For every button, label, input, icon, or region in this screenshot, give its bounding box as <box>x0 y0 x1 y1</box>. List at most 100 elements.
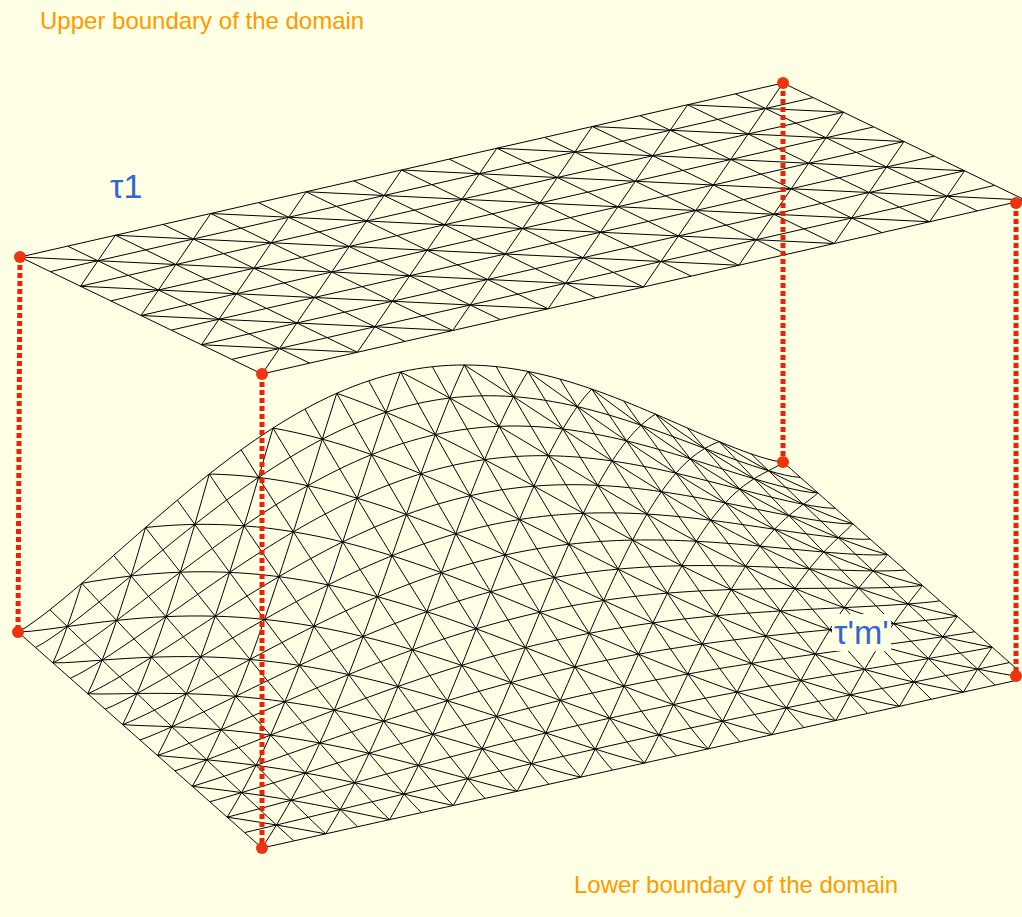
mesh-line <box>520 486 534 519</box>
mesh-line <box>517 764 531 792</box>
mesh-line <box>207 760 256 766</box>
mesh-line <box>328 542 342 585</box>
mesh-line <box>476 592 490 629</box>
mesh-line <box>202 345 280 349</box>
mesh-line <box>464 365 708 749</box>
mesh-line <box>392 556 441 573</box>
mesh-line <box>468 779 517 792</box>
mesh-line <box>852 218 930 222</box>
mesh-line <box>723 692 737 721</box>
mesh-line <box>557 152 574 178</box>
mesh-line <box>766 611 780 636</box>
mesh-line <box>384 721 433 734</box>
lower-boundary-title: Lower boundary of the domain <box>572 872 900 898</box>
mesh-line <box>740 479 754 489</box>
corner-dot <box>777 456 789 468</box>
mesh-line <box>141 290 158 316</box>
mesh-line <box>583 232 600 258</box>
mesh-line <box>209 474 258 477</box>
mesh-line <box>262 200 1022 374</box>
mesh-line <box>102 620 116 660</box>
mesh-line <box>227 647 992 817</box>
mesh-line <box>271 243 349 247</box>
mesh-line <box>548 283 565 309</box>
mesh-line <box>369 721 383 753</box>
mesh-line <box>334 675 348 711</box>
mesh-line <box>624 654 638 686</box>
mesh-line <box>291 773 305 800</box>
mesh-line <box>390 794 404 820</box>
mesh-line <box>470 305 548 309</box>
mesh-line <box>404 765 418 794</box>
mesh-line <box>221 696 235 729</box>
mesh-line <box>410 250 427 276</box>
mesh-line <box>661 236 678 262</box>
mesh-line <box>340 783 354 810</box>
mesh-line <box>398 687 447 701</box>
mesh-line <box>88 693 137 694</box>
corner-dots <box>12 77 1022 854</box>
mesh-line <box>357 327 374 353</box>
mesh-line <box>575 633 589 667</box>
mesh-line <box>357 455 371 499</box>
dotted-link <box>18 257 20 632</box>
mesh-line <box>754 471 768 479</box>
mesh-line <box>824 552 873 571</box>
mesh-line <box>242 793 291 801</box>
mesh-line <box>604 569 618 600</box>
mesh-line <box>667 566 681 593</box>
mesh-line <box>320 743 369 753</box>
mesh-line <box>575 667 624 686</box>
mesh-line <box>427 225 444 251</box>
dotted-link <box>260 374 265 848</box>
mesh-line <box>600 207 617 233</box>
mesh-line <box>653 130 670 156</box>
mesh-line <box>795 569 809 589</box>
mesh-line <box>801 654 815 680</box>
mesh-line <box>114 555 358 826</box>
mesh-line <box>386 412 435 434</box>
mesh-line <box>363 637 412 650</box>
mesh-line <box>102 657 151 660</box>
mesh-line <box>137 693 186 694</box>
mesh-line <box>273 428 322 439</box>
mesh-line <box>276 800 290 825</box>
mesh-line <box>485 426 499 459</box>
mesh-line <box>445 225 523 229</box>
mesh-line <box>456 534 505 555</box>
mesh-line <box>291 800 340 809</box>
mesh-line <box>583 258 661 262</box>
mesh-line <box>595 749 644 763</box>
mesh-line <box>392 301 470 305</box>
mesh-line <box>682 541 696 565</box>
mesh-line <box>836 695 850 721</box>
mesh-line <box>392 514 406 555</box>
mesh-line <box>943 637 992 647</box>
mesh-line <box>708 721 722 749</box>
mesh-line <box>326 810 340 834</box>
mesh-line <box>320 710 334 743</box>
mesh-line <box>50 98 813 272</box>
mesh-line <box>731 590 780 611</box>
mesh-line <box>525 612 539 647</box>
mesh-line <box>456 496 470 534</box>
mesh-line <box>786 708 835 721</box>
mesh-line <box>201 657 250 660</box>
mesh-line <box>661 262 739 266</box>
mesh-line <box>53 426 818 663</box>
mesh-line <box>687 428 931 699</box>
mesh-line <box>270 735 319 743</box>
mesh-line <box>809 163 887 167</box>
mesh-line <box>499 426 548 455</box>
surface-label: τ1 <box>108 168 144 205</box>
mesh-line <box>780 611 829 630</box>
mesh-line <box>641 425 690 459</box>
mesh-line <box>505 520 519 555</box>
mesh-line <box>305 773 354 783</box>
mesh-line <box>193 239 271 243</box>
mesh-line <box>450 365 464 398</box>
mesh-line <box>450 398 499 426</box>
mesh-line <box>928 659 977 670</box>
mesh-line <box>433 734 482 749</box>
mesh-line <box>470 460 484 496</box>
